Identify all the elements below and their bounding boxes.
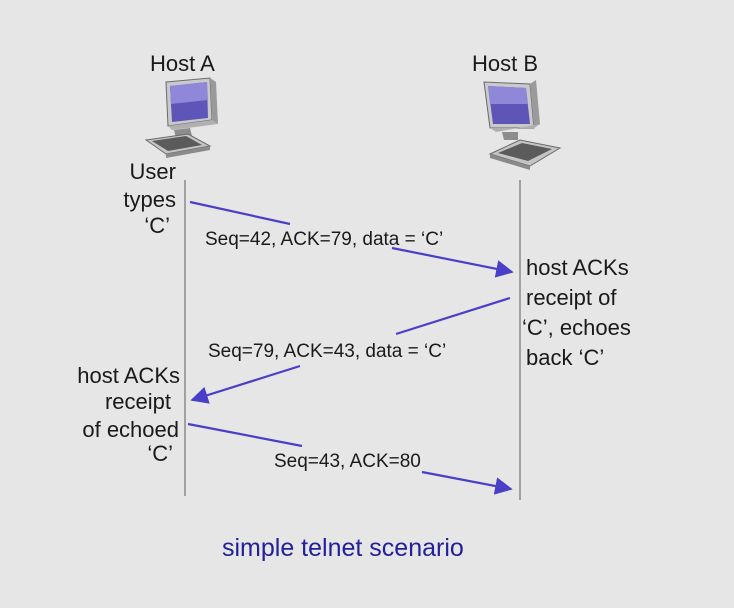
message-2-label: Seq=79, ACK=43, data = ‘C’ [208,341,447,362]
host-a-note-line-2: types [123,187,176,212]
host-a-note-line-1: User [129,159,176,184]
host-b-note-line-2: receipt of [526,285,617,310]
message-1-arrow [189,200,514,278]
diagram-caption: simple telnet scenario [222,534,464,562]
host-a-note2-line-1: host ACKs [77,363,180,388]
message-3-arrow [187,422,513,495]
host-b-note-line-3: ‘C’, echoes [522,315,631,340]
message-3-label: Seq=43, ACK=80 [274,451,421,472]
message-1-label: Seq=42, ACK=79, data = ‘C’ [205,229,444,250]
host-b-computer-icon [483,80,562,170]
host-b-note-line-4: back ‘C’ [526,345,605,370]
host-a-note2-line-4: ‘C’ [147,441,173,466]
host-a-note2-line-2: receipt [104,389,171,414]
host-b-note-line-1: host ACKs [526,255,629,280]
host-a-label: Host A [150,51,215,76]
host-b-label: Host B [472,51,539,76]
message-2-arrow [190,296,511,404]
host-a-note2-line-3: of echoed [82,417,179,442]
host-a-note-line-3: ‘C’ [144,213,170,238]
host-a-computer-icon [144,77,218,158]
